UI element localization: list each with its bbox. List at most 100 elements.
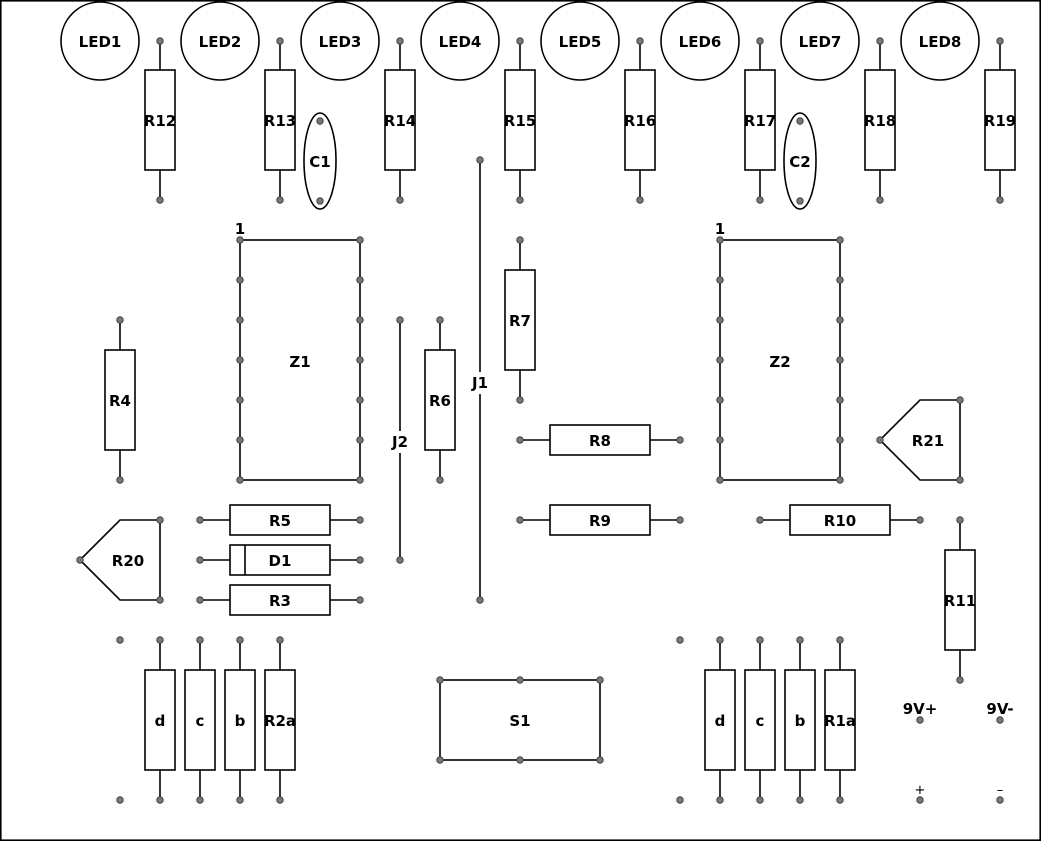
led3: LED3 — [300, 1, 380, 81]
c1-label: C1 — [309, 153, 330, 171]
solder-pad — [156, 636, 164, 644]
solder-pad — [676, 436, 684, 444]
resistor-r17: R17 — [744, 41, 776, 200]
resistor-r7: R7 — [504, 240, 536, 400]
solder-pad — [116, 636, 124, 644]
solder-pad — [356, 476, 364, 484]
resistor-r5: R5 — [200, 504, 360, 536]
r8-label: R8 — [589, 432, 611, 450]
r15-label: R15 — [504, 112, 536, 130]
led8-label: LED8 — [919, 33, 962, 51]
plus-sign: + — [915, 783, 926, 798]
solder-pad — [836, 636, 844, 644]
resistor-r14: R14 — [384, 41, 416, 200]
resistor-d-left: d — [144, 640, 176, 800]
solder-pad — [156, 796, 164, 804]
solder-pad — [276, 37, 284, 45]
solder-pad — [796, 796, 804, 804]
solder-pad — [516, 516, 524, 524]
minus-sign: – — [997, 783, 1004, 798]
ic-z2: Z2 1 — [715, 220, 841, 481]
solder-pad — [956, 476, 964, 484]
solder-pad — [156, 596, 164, 604]
solder-pad — [436, 316, 444, 324]
solder-pad — [116, 316, 124, 324]
solder-pad — [716, 396, 724, 404]
solder-pad — [116, 476, 124, 484]
r2a-label: R2a — [264, 712, 296, 730]
resistor-b-left: b — [224, 640, 256, 800]
solder-pad — [516, 236, 524, 244]
r5-label: R5 — [269, 512, 291, 530]
led2-label: LED2 — [199, 33, 242, 51]
solder-pad — [956, 516, 964, 524]
solder-pad — [996, 716, 1004, 724]
d-right-label: d — [715, 712, 726, 730]
led4-label: LED4 — [439, 33, 482, 51]
solder-pad — [756, 636, 764, 644]
solder-pad — [716, 796, 724, 804]
jumper-j2: J2 — [390, 320, 410, 560]
solder-pad — [196, 516, 204, 524]
solder-pad — [716, 636, 724, 644]
solder-pad — [516, 676, 524, 684]
solder-pad — [916, 716, 924, 724]
solder-pad — [636, 37, 644, 45]
solder-pad — [356, 276, 364, 284]
resistor-r1a: R1a — [824, 640, 856, 800]
resistor-r11: R11 — [944, 520, 976, 680]
solder-pad — [756, 37, 764, 45]
solder-pad — [716, 356, 724, 364]
solder-pad — [956, 676, 964, 684]
d-left-label: d — [155, 712, 166, 730]
solder-pad — [996, 196, 1004, 204]
led6-label: LED6 — [679, 33, 722, 51]
solder-pad — [836, 356, 844, 364]
resistor-r13: R13 — [264, 41, 296, 200]
solder-pad — [876, 436, 884, 444]
z2-label: Z2 — [769, 353, 790, 371]
solder-pad — [836, 236, 844, 244]
resistor-r10: R10 — [760, 504, 920, 536]
r19-label: R19 — [984, 112, 1016, 130]
led4: LED4 — [420, 1, 500, 81]
solder-pad — [276, 636, 284, 644]
solder-pad — [196, 596, 204, 604]
z1-pin1-marker: 1 — [235, 220, 245, 238]
led5-label: LED5 — [559, 33, 602, 51]
r21-label: R21 — [912, 432, 944, 450]
r14-label: R14 — [384, 112, 416, 130]
solder-pad — [236, 796, 244, 804]
solder-pad — [796, 636, 804, 644]
solder-pad — [516, 37, 524, 45]
resistor-r8: R8 — [520, 424, 680, 456]
solder-pad — [516, 756, 524, 764]
switch-s1: S1 — [439, 679, 601, 761]
solder-pad — [876, 196, 884, 204]
solder-pad — [396, 316, 404, 324]
solder-pad — [356, 316, 364, 324]
z2-pin1-marker: 1 — [715, 220, 725, 238]
solder-pad — [356, 356, 364, 364]
r3-label: R3 — [269, 592, 291, 610]
solder-pad — [596, 676, 604, 684]
solder-pad — [356, 516, 364, 524]
solder-pad — [276, 196, 284, 204]
solder-pad — [676, 796, 684, 804]
capacitor-c2: C2 — [783, 112, 817, 210]
resistor-r19: R19 — [984, 41, 1016, 200]
c2-label: C2 — [789, 153, 810, 171]
trimmer-r21: R21 — [878, 399, 961, 481]
solder-pad — [756, 796, 764, 804]
solder-pad — [476, 596, 484, 604]
solder-pad — [436, 756, 444, 764]
solder-pad — [396, 556, 404, 564]
solder-pad — [196, 556, 204, 564]
led7-label: LED7 — [799, 33, 842, 51]
d1-label: D1 — [269, 552, 292, 570]
solder-pad — [836, 796, 844, 804]
resistor-r12: R12 — [144, 41, 176, 200]
resistor-r3: R3 — [200, 584, 360, 616]
s1-label: S1 — [509, 712, 530, 730]
solder-pad — [996, 796, 1004, 804]
